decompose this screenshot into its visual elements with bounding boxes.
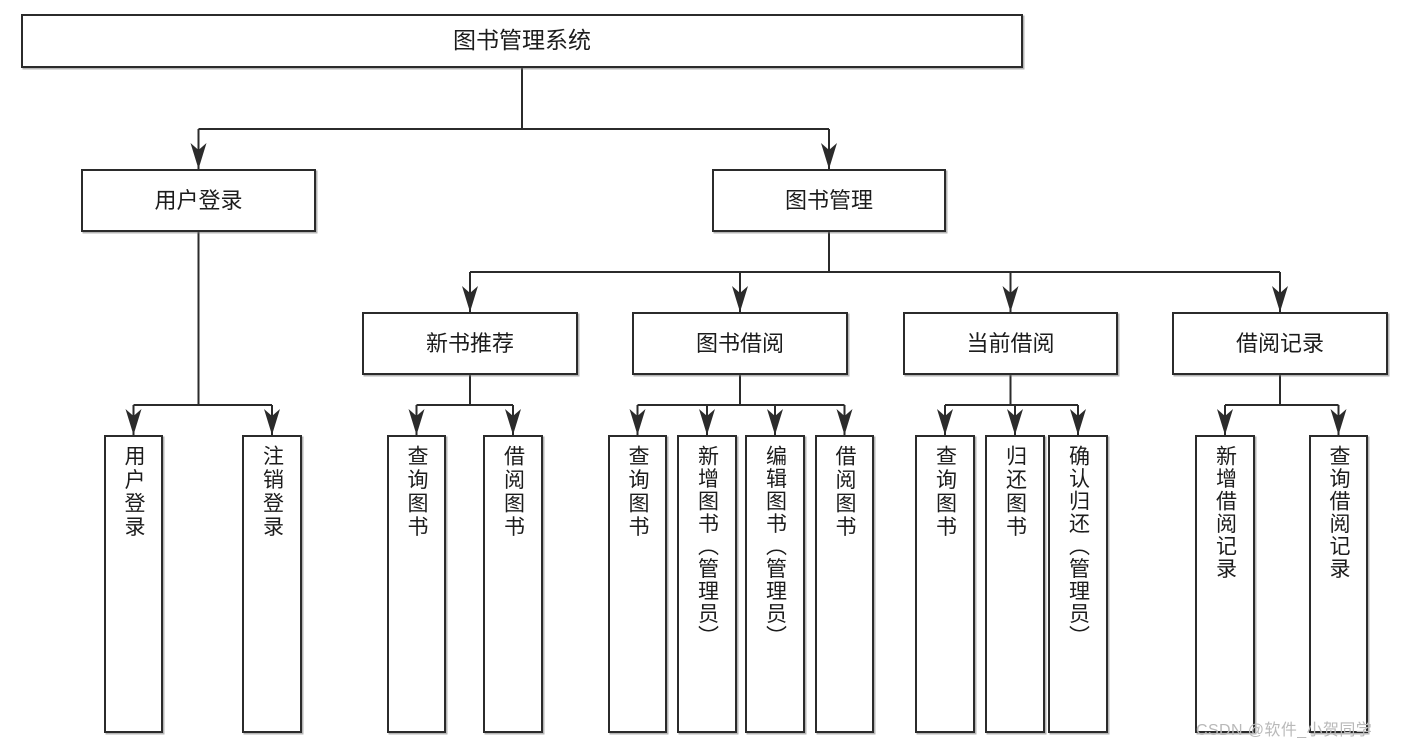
node-leaf-add-book[interactable]: 新增图书（管理员） xyxy=(677,435,737,733)
node-leaf-query-book-3[interactable]: 查询图书 xyxy=(915,435,975,733)
node-new-book-rec[interactable]: 新书推荐 xyxy=(362,312,578,375)
node-leaf-user-logout[interactable]: 注销登录 xyxy=(242,435,302,733)
node-leaf-return-book[interactable]: 归还图书 xyxy=(985,435,1045,733)
node-leaf-return-book-label: 归还图书 xyxy=(1003,445,1027,539)
node-leaf-user-login-label: 用户登录 xyxy=(122,445,145,539)
node-leaf-user-login[interactable]: 用户登录 xyxy=(104,435,163,733)
node-leaf-edit-book[interactable]: 编辑图书（管理员） xyxy=(745,435,805,733)
node-leaf-add-record[interactable]: 新增借阅记录 xyxy=(1195,435,1255,733)
node-borrow-record-label: 借阅记录 xyxy=(1235,330,1324,356)
node-leaf-confirm-return-label: 确认归还（管理员） xyxy=(1066,445,1090,648)
node-leaf-add-book-label: 新增图书（管理员） xyxy=(695,445,719,648)
node-user-login-label: 用户登录 xyxy=(154,187,243,213)
node-leaf-user-logout-label: 注销登录 xyxy=(260,445,284,539)
node-current-borrow-label: 当前借阅 xyxy=(966,330,1055,356)
node-current-borrow[interactable]: 当前借阅 xyxy=(903,312,1118,375)
node-book-manage-label: 图书管理 xyxy=(784,187,873,213)
node-leaf-query-book-1[interactable]: 查询图书 xyxy=(387,435,446,733)
node-leaf-query-book-2-label: 查询图书 xyxy=(626,445,649,539)
node-leaf-confirm-return[interactable]: 确认归还（管理员） xyxy=(1048,435,1108,733)
node-leaf-query-book-1-label: 查询图书 xyxy=(405,445,428,539)
node-root[interactable]: 图书管理系统 xyxy=(21,14,1023,68)
node-new-book-rec-label: 新书推荐 xyxy=(425,330,514,356)
node-leaf-borrow-book-2[interactable]: 借阅图书 xyxy=(815,435,874,733)
node-leaf-edit-book-label: 编辑图书（管理员） xyxy=(763,445,787,648)
node-user-login[interactable]: 用户登录 xyxy=(81,169,316,232)
node-leaf-borrow-book-2-label: 借阅图书 xyxy=(833,445,856,539)
node-leaf-borrow-book-1-label: 借阅图书 xyxy=(501,445,525,539)
node-leaf-borrow-book-1[interactable]: 借阅图书 xyxy=(483,435,543,733)
node-leaf-query-book-3-label: 查询图书 xyxy=(933,445,957,539)
node-book-borrow[interactable]: 图书借阅 xyxy=(632,312,848,375)
node-leaf-add-record-label: 新增借阅记录 xyxy=(1213,445,1237,580)
node-root-label: 图书管理系统 xyxy=(453,27,591,54)
node-leaf-query-record[interactable]: 查询借阅记录 xyxy=(1309,435,1368,733)
node-leaf-query-book-2[interactable]: 查询图书 xyxy=(608,435,667,733)
node-book-borrow-label: 图书借阅 xyxy=(695,330,784,356)
node-leaf-query-record-label: 查询借阅记录 xyxy=(1327,445,1350,580)
node-book-manage[interactable]: 图书管理 xyxy=(712,169,946,232)
node-borrow-record[interactable]: 借阅记录 xyxy=(1172,312,1388,375)
